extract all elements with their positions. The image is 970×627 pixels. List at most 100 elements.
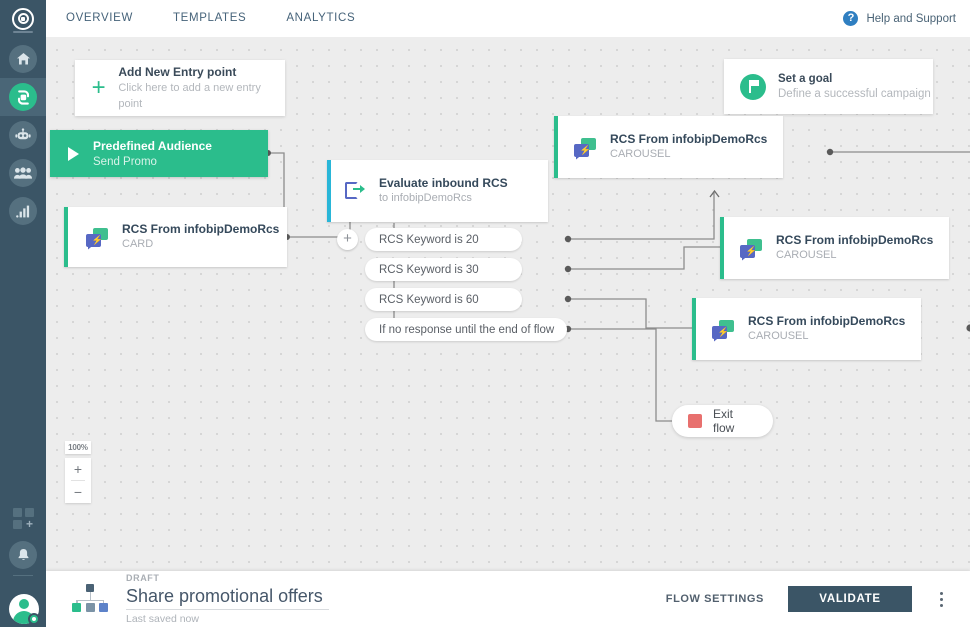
rcs-message-icon: ⚡: [712, 319, 734, 339]
node-rcs-carousel-2[interactable]: ⚡ RCS From infobipDemoRcs CAROUSEL: [720, 217, 949, 279]
tab-analytics[interactable]: ANALYTICS: [286, 12, 356, 24]
apps-grid-add-button[interactable]: +: [0, 500, 46, 538]
zoom-level-label: 100%: [65, 441, 91, 454]
zoom-in-button[interactable]: +: [73, 461, 83, 477]
target-logo-icon: [12, 7, 34, 30]
zoom-divider: [71, 480, 85, 481]
kebab-menu-icon[interactable]: [926, 584, 956, 614]
last-saved-label: Last saved now: [126, 612, 199, 625]
sidebar-item-home[interactable]: [0, 40, 46, 78]
flow-canvas[interactable]: + Add New Entry point Click here to add …: [46, 37, 970, 571]
validate-button[interactable]: VALIDATE: [788, 586, 912, 612]
exit-flow-label: Exit flow: [713, 407, 735, 435]
rcs-message-icon: ⚡: [740, 238, 762, 258]
evaluate-inbound-icon: [345, 181, 365, 201]
node-subtitle: CAROUSEL: [776, 249, 837, 261]
branch-pill-no-response[interactable]: If no response until the end of flow: [365, 318, 567, 341]
branch-label: RCS Keyword is 30: [379, 263, 479, 276]
node-subtitle: CAROUSEL: [748, 330, 809, 342]
apps-grid-add-icon: +: [13, 508, 35, 530]
node-title: RCS From infobipDemoRcs: [122, 222, 280, 236]
flag-icon: [740, 73, 766, 100]
add-entry-point-subtitle: Click here to add a new entry point: [118, 82, 261, 110]
node-accent: [692, 298, 696, 360]
app-logo[interactable]: [0, 0, 46, 37]
audience-title: Predefined Audience: [93, 138, 212, 153]
bar-chart-icon: [9, 197, 37, 225]
node-accent: [64, 207, 68, 267]
flow-icon: [9, 83, 37, 111]
help-and-support-label: Help and Support: [866, 12, 956, 25]
node-evaluate-inbound-rcs[interactable]: Evaluate inbound RCS to infobipDemoRcs: [327, 160, 548, 222]
sidebar-item-bot[interactable]: [0, 116, 46, 154]
notifications-button[interactable]: [0, 536, 46, 574]
flow-icon-glyph: [17, 89, 29, 105]
node-accent: [720, 217, 724, 279]
branch-pill-keyword-60[interactable]: RCS Keyword is 60: [365, 288, 522, 311]
zoom-out-button[interactable]: −: [73, 484, 83, 500]
people-icon-glyph: [14, 167, 32, 179]
add-entry-point-title: Add New Entry point: [118, 65, 237, 79]
bottom-bar: DRAFT Share promotional offers Last save…: [46, 571, 970, 627]
branch-pill-keyword-30[interactable]: RCS Keyword is 30: [365, 258, 522, 281]
robot-icon-glyph: [15, 128, 31, 140]
top-bar: OVERVIEW TEMPLATES ANALYTICS ? Help and …: [46, 0, 970, 37]
exit-flow-color-swatch: [688, 414, 702, 428]
branch-pill-keyword-20[interactable]: RCS Keyword is 20: [365, 228, 522, 251]
left-rail: +: [0, 0, 46, 627]
node-title: RCS From infobipDemoRcs: [748, 314, 906, 328]
audience-subtitle: Send Promo: [93, 155, 157, 168]
tab-overview[interactable]: OVERVIEW: [66, 12, 133, 24]
status-badge: DRAFT: [126, 572, 160, 583]
set-goal-subtitle: Define a successful campaign: [778, 87, 931, 100]
flow-meta: DRAFT Share promotional offers Last save…: [126, 572, 329, 627]
flow-name-input[interactable]: Share promotional offers: [126, 584, 329, 610]
sidebar-item-analytics[interactable]: [0, 192, 46, 230]
play-icon: [68, 146, 79, 161]
help-and-support-button[interactable]: ? Help and Support: [843, 0, 956, 37]
add-entry-point-card[interactable]: + Add New Entry point Click here to add …: [75, 60, 285, 116]
node-exit-flow[interactable]: Exit flow: [672, 405, 773, 437]
branch-label: RCS Keyword is 60: [379, 293, 479, 306]
zoom-buttons: + −: [65, 458, 91, 503]
tab-templates[interactable]: TEMPLATES: [172, 12, 247, 24]
flow-settings-button[interactable]: FLOW SETTINGS: [665, 593, 764, 605]
node-subtitle: CARD: [122, 238, 154, 250]
node-rcs-carousel-1[interactable]: ⚡ RCS From infobipDemoRcs CAROUSEL: [554, 116, 783, 178]
user-avatar[interactable]: [9, 594, 40, 625]
people-icon: [9, 159, 37, 187]
home-icon-glyph: [16, 53, 30, 65]
robot-icon: [9, 121, 37, 149]
flow-tree-icon: [70, 584, 110, 614]
rcs-message-icon: ⚡: [574, 137, 596, 157]
branch-label: If no response until the end of flow: [379, 323, 555, 336]
set-goal-card[interactable]: Set a goal Define a successful campaign: [724, 59, 933, 114]
question-circle-icon: ?: [843, 11, 859, 26]
rail-divider: [13, 575, 33, 576]
node-rcs-carousel-3[interactable]: ⚡ RCS From infobipDemoRcs CAROUSEL: [692, 298, 921, 360]
node-subtitle: to infobipDemoRcs: [379, 192, 472, 204]
notifications-bell-icon: [9, 541, 37, 569]
rcs-message-icon: ⚡: [86, 227, 108, 247]
node-title: Evaluate inbound RCS: [379, 176, 508, 190]
home-icon: [9, 45, 37, 73]
sidebar-item-people[interactable]: [0, 154, 46, 192]
branch-label: RCS Keyword is 20: [379, 233, 479, 246]
node-title: RCS From infobipDemoRcs: [610, 132, 768, 146]
node-title: RCS From infobipDemoRcs: [776, 233, 934, 247]
node-subtitle: CAROUSEL: [610, 148, 671, 160]
set-goal-title: Set a goal: [778, 72, 833, 85]
bell-icon-glyph: [18, 549, 28, 561]
bottom-actions: FLOW SETTINGS VALIDATE: [666, 584, 970, 614]
add-branch-button[interactable]: +: [337, 229, 358, 250]
plus-icon: +: [91, 74, 106, 101]
zoom-controls: 100% + −: [65, 441, 91, 503]
sidebar-item-flow[interactable]: [0, 78, 46, 116]
node-predefined-audience[interactable]: Predefined Audience Send Promo: [50, 130, 268, 177]
node-rcs-card[interactable]: ⚡ RCS From infobipDemoRcs CARD: [64, 207, 287, 267]
settings-gear-badge-icon: [28, 613, 40, 625]
bar-chart-icon-glyph: [15, 205, 29, 218]
node-accent: [554, 116, 558, 178]
top-nav: OVERVIEW TEMPLATES ANALYTICS: [46, 0, 375, 37]
